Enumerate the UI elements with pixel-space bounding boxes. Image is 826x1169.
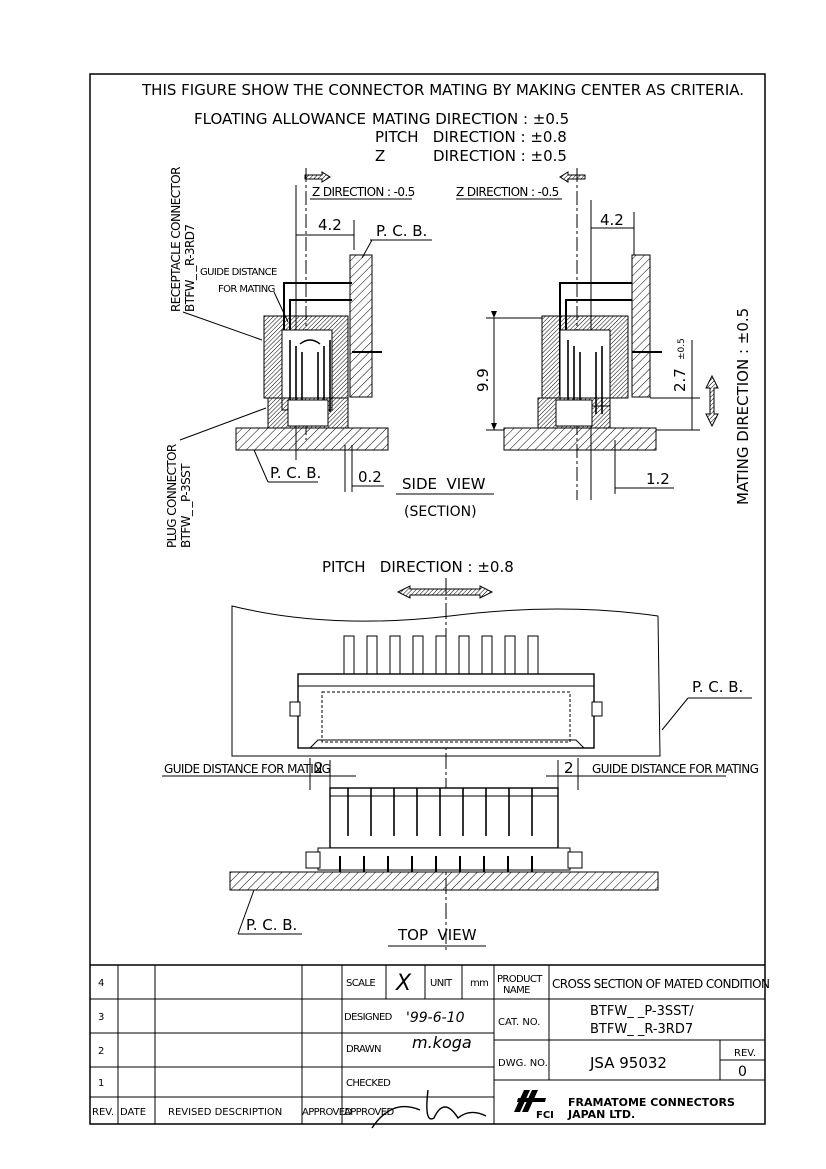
pitch-direction-label: PITCH DIRECTION : ±0.8	[322, 558, 514, 576]
product-name-label-1: PRODUCT	[497, 974, 543, 985]
z-arrow-left-icon	[304, 171, 331, 183]
guide-right-value: 2	[564, 759, 574, 777]
col-date: DATE	[120, 1107, 146, 1118]
company-name-2: JAPAN LTD.	[567, 1108, 635, 1121]
base-pcb-right	[503, 427, 657, 451]
plug-connector-label: PLUG CONNECTOR	[165, 444, 179, 548]
fci-logo-text: FCI	[536, 1110, 554, 1121]
cat-no-line-2: BTFW_ _R-3RD7	[590, 1022, 693, 1037]
drawn-value: m.koga	[412, 1033, 472, 1052]
cat-no-label: CAT. NO.	[498, 1017, 540, 1028]
z-arrow-right-icon	[559, 171, 586, 183]
product-name-label-2: NAME	[503, 985, 530, 996]
sheet-border	[89, 73, 766, 1125]
designed-value: '99-6-10	[406, 1010, 465, 1026]
product-name: CROSS SECTION OF MATED CONDITION	[552, 977, 769, 991]
mating-direction-line: MATING DIRECTION : ±0.5	[372, 110, 569, 128]
pcb-label-right: P. C. B.	[692, 678, 743, 696]
guide-left-value: 2	[314, 759, 324, 777]
vertical-pcb-left	[349, 254, 373, 398]
rev-row-4: 4	[98, 978, 104, 989]
dim-1-2: 1.2	[646, 470, 670, 488]
col-approved: APPROVED	[302, 1107, 353, 1118]
unit-label: UNIT	[430, 978, 453, 989]
guide-for-mating-label: FOR MATING	[218, 284, 275, 295]
title-block	[90, 964, 765, 1124]
rev-row-1: 1	[98, 1078, 104, 1089]
vertical-pcb-right	[631, 254, 651, 398]
side-view-subtitle: (SECTION)	[404, 504, 477, 520]
receptacle-top-body	[297, 673, 595, 749]
dim-2-7: 2.7	[671, 368, 689, 392]
col-revised-description: REVISED DESCRIPTION	[168, 1107, 282, 1118]
checked-label: CHECKED	[346, 1078, 391, 1089]
dim-2-7-tolerance: ±0.5	[677, 338, 687, 360]
unit-value: mm	[470, 978, 488, 989]
scale-label: SCALE	[346, 978, 375, 989]
col-rev: REV.	[92, 1107, 114, 1118]
guide-distance-label: GUIDE DISTANCE	[200, 267, 277, 278]
scale-value: X	[395, 971, 412, 996]
side-view-right: Z DIRECTION : -0.5 4.2 9.9 2.7 ±0.5 MATI…	[456, 168, 752, 505]
guide-left-label: GUIDE DISTANCE FOR MATING	[164, 762, 331, 776]
pcb-label-bottom: P. C. B.	[270, 464, 321, 482]
approval-signature	[371, 1089, 487, 1129]
dim-4-2-left: 4.2	[318, 216, 342, 234]
receptacle-part-label: BTFW_ _R-3RD7	[183, 225, 197, 312]
designed-label: DESIGNED	[344, 1012, 393, 1023]
header-line1: THIS FIGURE SHOW THE CONNECTOR MATING BY…	[141, 81, 744, 99]
receptacle-pins	[343, 635, 539, 675]
top-pcb	[231, 605, 661, 757]
dim-0-2: 0.2	[358, 468, 382, 486]
title-block-text: 4 3 2 1 REV. DATE REVISED DESCRIPTION AP…	[92, 971, 770, 1129]
z-direction-right: Z DIRECTION : -0.5	[456, 185, 559, 199]
mating-direction-vertical: MATING DIRECTION : ±0.5	[734, 308, 752, 505]
plug-top-body	[329, 787, 559, 849]
side-view-title: SIDE VIEW	[402, 475, 486, 493]
pitch-direction-line: PITCH DIRECTION : ±0.8	[375, 128, 567, 146]
dim-9-9: 9.9	[474, 368, 492, 392]
top-view-title: TOP VIEW	[397, 926, 477, 944]
rev-row-3: 3	[98, 1012, 104, 1023]
z-direction-line: Z DIRECTION : ±0.5	[375, 147, 567, 165]
connector-labels: RECEPTACLE CONNECTOR BTFW_ _R-3RD7 GUIDE…	[165, 167, 289, 548]
mating-arrow-icon	[705, 374, 719, 428]
base-pcb-left	[235, 427, 389, 451]
approved-label: APPROVED	[344, 1107, 395, 1118]
plug-part-label: BTFW_ _P-3SST	[179, 463, 193, 548]
bottom-pcb	[229, 871, 659, 891]
top-view: PITCH DIRECTION : ±0.8 P. C. B. GUIDE DI…	[162, 558, 759, 950]
side-view-left: Z DIRECTION : -0.5 4.2 P. C. B. P. C. B.	[235, 168, 494, 520]
guide-right-label: GUIDE DISTANCE FOR MATING	[592, 762, 759, 776]
rev-value: 0	[738, 1064, 747, 1080]
dim-4-2-right: 4.2	[600, 211, 624, 229]
company-name-1: FRAMATOME CONNECTORS	[568, 1096, 735, 1109]
dwg-no: JSA 95032	[589, 1054, 667, 1072]
rev-row-2: 2	[98, 1046, 104, 1057]
pitch-arrow-icon	[396, 585, 494, 599]
dwg-no-label: DWG. NO.	[498, 1058, 548, 1069]
pcb-label-bottom-top-view: P. C. B.	[246, 916, 297, 934]
drawn-label: DRAWN	[346, 1044, 381, 1055]
cat-no-line-1: BTFW_ _P-3SST/	[590, 1004, 694, 1019]
receptacle-connector-label: RECEPTACLE CONNECTOR	[169, 167, 183, 312]
z-direction-left: Z DIRECTION : -0.5	[312, 185, 415, 199]
floating-allowance-label: FLOATING ALLOWANCE	[194, 110, 366, 128]
fci-logo: FCI	[514, 1090, 554, 1121]
rev-label: REV.	[734, 1048, 756, 1059]
pcb-label-top: P. C. B.	[376, 222, 427, 240]
